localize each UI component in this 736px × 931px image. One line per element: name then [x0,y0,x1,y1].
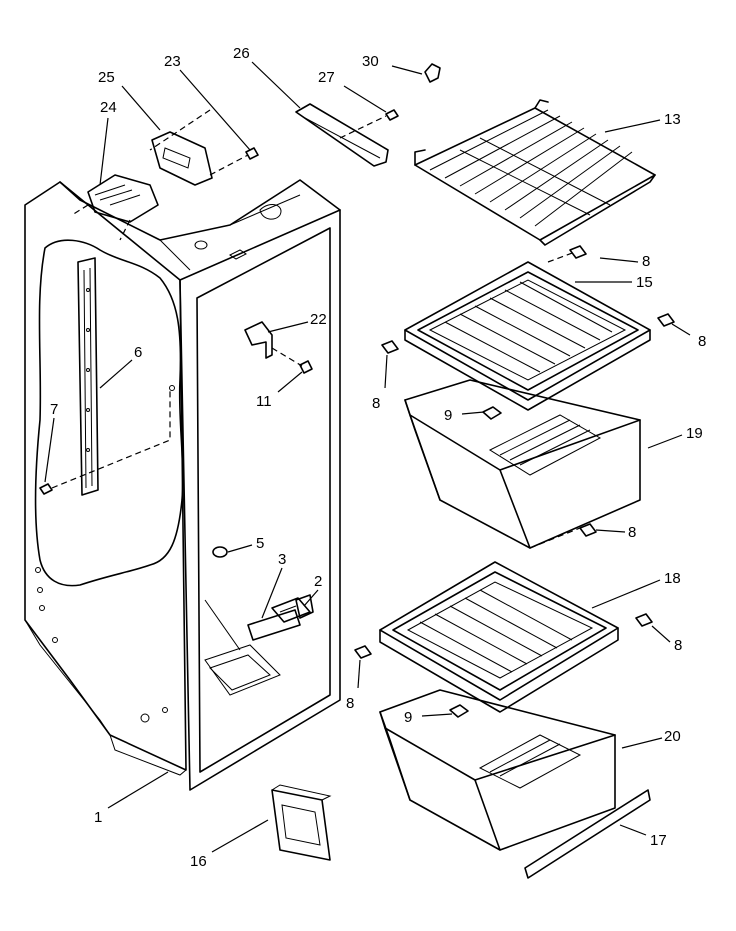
callout-30: 30 [362,53,379,70]
callout-8-c: 8 [372,395,380,412]
callout-6: 6 [134,344,142,361]
callout-17: 17 [650,832,667,849]
callout-9-b: 9 [404,709,412,726]
callout-18: 18 [664,570,681,587]
callout-8-a: 8 [642,253,650,270]
crisper-drawer-lower [379,689,616,851]
callout-8-b: 8 [698,333,706,350]
leader-lines [44,61,691,853]
callout-9-a: 9 [444,407,452,424]
callout-26: 26 [233,45,250,62]
wire-shelf [414,99,656,246]
callout-13: 13 [664,111,681,128]
callout-2: 2 [314,573,322,590]
callout-labels: 30 26 27 23 25 24 13 8 15 8 22 6 11 8 7 … [50,45,706,870]
callout-1: 1 [94,809,102,826]
callout-16: 16 [190,853,207,870]
callout-25: 25 [98,69,115,86]
callout-22: 22 [310,311,327,328]
crisper-cover-shelf-lower [354,561,653,713]
top-hardware [71,63,441,241]
callout-8-e: 8 [674,637,682,654]
crisper-cover-shelf-upper [381,245,675,411]
callout-3: 3 [278,551,286,568]
callout-24: 24 [100,99,117,116]
callout-5: 5 [256,535,264,552]
trim-strip [524,789,651,879]
callout-23: 23 [164,53,181,70]
callout-20: 20 [664,728,681,745]
callout-27: 27 [318,69,335,86]
cabinet-liner [24,179,341,791]
callout-11: 11 [256,393,272,410]
callout-7: 7 [50,401,58,418]
callout-8-f: 8 [346,695,354,712]
callout-8-d: 8 [628,524,636,541]
crisper-drawer-upper [404,379,641,549]
callout-15: 15 [636,274,653,291]
cover-plate [271,784,332,861]
callout-19: 19 [686,425,703,442]
